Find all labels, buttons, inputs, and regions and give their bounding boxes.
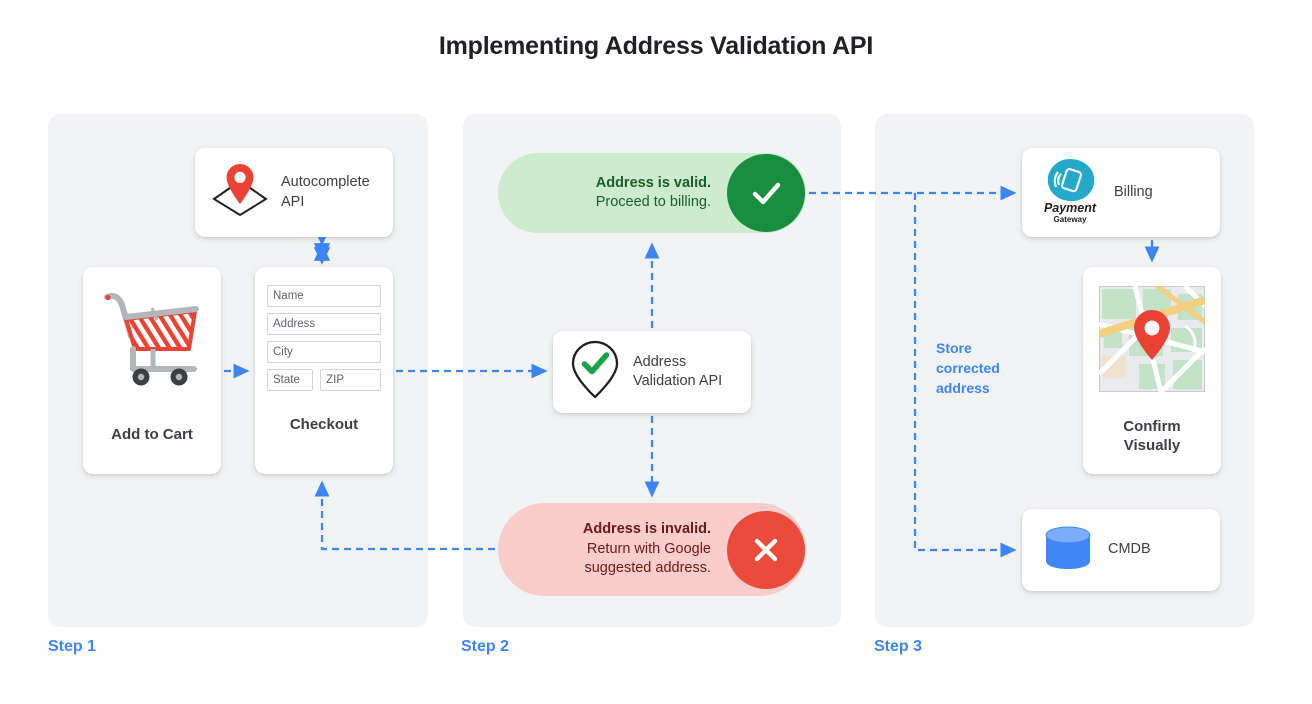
step-2-label: Step 2 [461,638,510,655]
autocomplete-api-card[interactable]: Autocomplete API [195,148,393,237]
database-icon [1042,522,1094,579]
checkout-caption: Checkout [289,416,359,433]
address-invalid-pill: Address is invalid. Return with Google s… [498,503,806,596]
cmdb-label: CMDB [1108,541,1151,558]
billing-label: Billing [1114,183,1153,200]
zip-field[interactable]: ZIP [320,369,381,391]
store-corrected-address-note: Store corrected address [936,340,1000,396]
map-pin-diamond-icon [209,161,271,224]
billing-card[interactable]: Payment Gateway Billing [1022,148,1220,237]
cmdb-card[interactable]: CMDB [1022,509,1220,591]
state-zip-row: State ZIP [267,369,381,397]
confirm-visually-card[interactable]: Confirm Visually [1083,267,1221,474]
confirm-visually-caption: Confirm Visually [1123,418,1181,455]
map-thumbnail-icon [1097,284,1207,397]
address-valid-text: Address is valid. Proceed to billing. [596,174,727,213]
page-title: Implementing Address Validation API [438,32,874,60]
address-valid-pill: Address is valid. Proceed to billing. [498,153,806,233]
autocomplete-api-label: Autocomplete API [281,174,370,210]
state-field[interactable]: State [267,369,314,391]
pin-check-icon [569,339,621,406]
step-1-label: Step 1 [48,638,97,655]
connector-invalid-to-checkout [314,480,495,551]
payment-logo-line2: Gateway [1054,215,1087,224]
payment-logo-line1: Payment [1044,201,1097,215]
address-invalid-text: Address is invalid. Return with Google s… [583,520,727,578]
address-valid-line2: Proceed to billing. [595,194,711,210]
add-to-cart-card[interactable]: Add to Cart [83,267,221,474]
city-field[interactable]: City [267,341,381,363]
payment-gateway-icon: Payment Gateway [1034,154,1106,231]
shopping-cart-icon [97,287,207,397]
address-validation-api-card[interactable]: Address Validation API [553,331,751,413]
x-circle-icon [727,510,805,589]
address-invalid-line1: Address is invalid. [582,521,711,538]
step-3-label: Step 3 [874,638,923,655]
address-valid-line1: Address is valid. [595,174,711,191]
address-field[interactable]: Address [267,313,381,335]
name-field[interactable]: Name [267,285,381,307]
address-validation-api-label: Address Validation API [633,353,723,389]
check-circle-icon [727,154,805,232]
connector-store-to-cmdb [913,193,1017,558]
checkout-form: Name Address City State ZIP [255,267,393,397]
address-invalid-line2: Return with Google suggested address. [584,540,711,577]
add-to-cart-caption: Add to Cart [111,426,193,443]
checkout-card[interactable]: Name Address City State ZIP Checkout [255,267,393,474]
